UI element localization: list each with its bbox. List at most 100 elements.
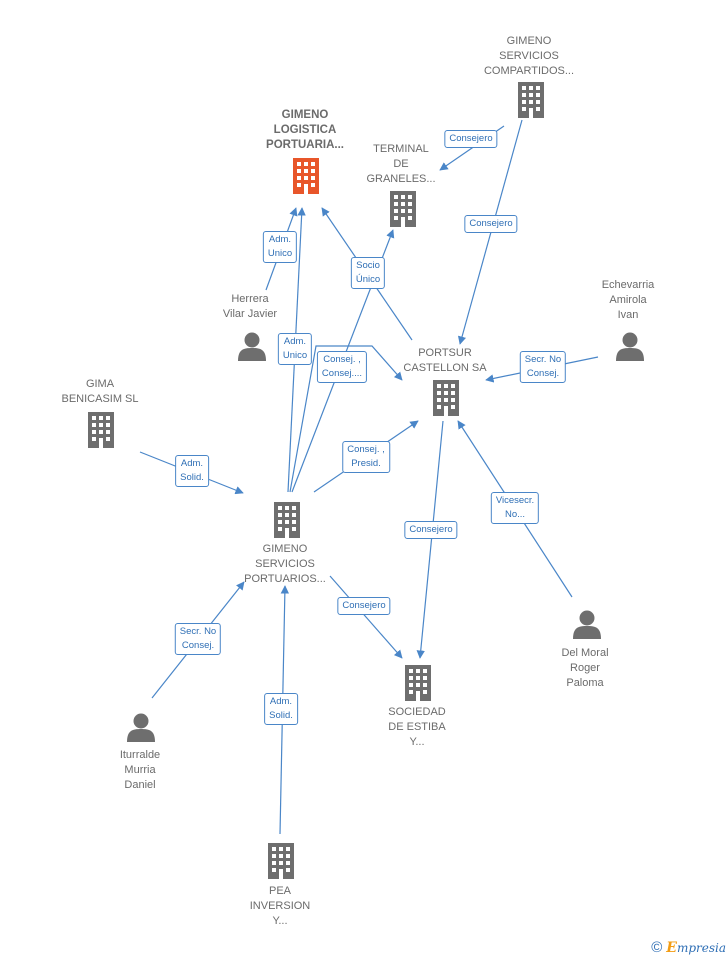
footer-brand[interactable]: © Empresia	[651, 939, 726, 956]
node-label-line: BENICASIM SL	[61, 393, 139, 405]
node-label-line: COMPARTIDOS...	[483, 65, 575, 77]
node-label-pea[interactable]: PEA INVERSION Y...	[250, 884, 311, 929]
node-label-line: Y...	[272, 915, 288, 927]
node-label-line: PORTSUR	[418, 347, 472, 359]
edge-label-line: Solid.	[180, 472, 204, 483]
node-label-gimeno_logistica[interactable]: GIMENO LOGISTICA PORTUARIA...	[266, 108, 344, 153]
node-label-line: Murria	[124, 764, 156, 776]
node-label-line: Vilar Javier	[222, 308, 278, 320]
node-label-line: LOGISTICA	[273, 124, 337, 136]
edge-label-line: Consej. ,	[323, 354, 361, 365]
edge-e_portuarios_estiba	[329, 575, 403, 659]
node-label-line: DE	[393, 158, 409, 170]
edge-label-line: Secr. No	[179, 626, 217, 637]
node-label-line: Echevarria	[601, 279, 655, 291]
building-icon-sociedad_estiba[interactable]	[405, 665, 431, 701]
building-icon-gima[interactable]	[88, 412, 114, 448]
node-label-line: Amirola	[609, 294, 647, 306]
node-label-portsur[interactable]: PORTSUR CASTELLON SA	[403, 346, 486, 376]
node-label-line: Herrera	[231, 293, 269, 305]
building-icon-gimeno_portuarios[interactable]	[274, 502, 300, 538]
person-icon-echevarria[interactable]	[616, 332, 644, 362]
edge-label-line: Consejero	[449, 133, 493, 144]
edge-label-e_portuarios_terminal[interactable]: Consej. , Consej....	[316, 351, 368, 383]
node-label-line: GIMENO	[262, 543, 308, 555]
person-icon-herrera[interactable]	[238, 332, 266, 362]
edge-label-e_delmoral_portsur[interactable]: Vicesecr. No...	[490, 492, 540, 524]
node-label-line: Del Moral	[561, 647, 609, 659]
edge-label-line: Presid.	[351, 458, 381, 469]
edge-label-e_compartidos_portsur[interactable]: Consejero	[464, 215, 518, 233]
person-icon-iturralde[interactable]	[127, 713, 155, 743]
edge-label-line: Vicesecr.	[495, 495, 535, 506]
edge-label-e_echevarria_portsur[interactable]: Secr. No Consej.	[519, 351, 567, 383]
node-label-line: SERVICIOS	[499, 50, 559, 62]
building-icon-portsur[interactable]	[433, 380, 459, 416]
edge-label-e_pea_portuarios[interactable]: Adm. Solid.	[264, 693, 298, 725]
node-label-line: PEA	[268, 885, 292, 897]
icons-layer	[88, 82, 644, 879]
edge-label-e_herrera_logistica[interactable]: Adm. Unico	[262, 231, 298, 263]
edge-label-line: No...	[504, 509, 526, 520]
node-label-gima[interactable]: GIMA BENICASIM SL	[61, 377, 138, 407]
node-label-line: GIMENO	[506, 35, 552, 47]
node-label-line: DE ESTIBA	[388, 721, 446, 733]
edge-label-e_portuarios_logistica[interactable]: Adm. Unico	[277, 333, 313, 365]
edge-portuarios-portsur-secondary	[289, 345, 403, 493]
node-label-line: GIMENO	[281, 109, 329, 121]
edge-label-line: Consejero	[469, 218, 513, 229]
node-label-line: Daniel	[124, 779, 156, 791]
edge-label-e_portsur_estiba[interactable]: Consejero	[404, 521, 458, 539]
edge-label-line: Consej.	[181, 640, 215, 651]
edge-label-e_gima_portuarios[interactable]: Adm. Solid.	[175, 455, 209, 487]
edge-label-line: Unico	[282, 350, 308, 361]
node-label-line: SERVICIOS	[255, 558, 315, 570]
node-label-line: Y...	[409, 736, 425, 748]
building-icon-gimeno_logistica[interactable]	[293, 158, 319, 194]
edge-label-line: Único	[355, 274, 381, 285]
node-label-line: CASTELLON SA	[403, 362, 487, 374]
node-label-line: GRANELES...	[366, 173, 436, 185]
edge-label-line: Consej. ,	[347, 444, 385, 455]
edge-label-line: Consejero	[409, 524, 453, 535]
edge-e_portsur_estiba	[416, 420, 444, 659]
edge-label-line: Adm.	[283, 336, 307, 347]
edge-label-line: Consej....	[321, 368, 363, 379]
edge-label-line: Adm.	[268, 234, 292, 245]
node-label-line: GIMA	[85, 378, 115, 390]
building-icon-terminal_graneles[interactable]	[390, 191, 416, 227]
edge-label-line: Adm.	[180, 458, 204, 469]
node-label-line: INVERSION	[249, 900, 311, 912]
building-icon-gimeno_compartidos[interactable]	[518, 82, 544, 118]
person-icon-del_moral[interactable]	[573, 610, 601, 640]
edge-label-line: Unico	[267, 248, 293, 259]
edge-label-e_portuarios_portsur[interactable]: Consej. , Presid.	[342, 441, 390, 473]
brand-logo: Empresia	[666, 939, 726, 956]
node-label-line: SOCIEDAD	[388, 706, 446, 718]
node-label-terminal_graneles[interactable]: TERMINAL DE GRANELES...	[366, 142, 435, 187]
node-label-sociedad_estiba[interactable]: SOCIEDAD DE ESTIBA Y...	[388, 705, 445, 750]
node-label-gimeno_compartidos[interactable]: GIMENO SERVICIOS COMPARTIDOS...	[484, 34, 574, 79]
edge-label-e_iturralde_portuarios[interactable]: Secr. No Consej.	[174, 623, 222, 655]
edge-label-line: Adm.	[269, 696, 293, 707]
node-label-line: PORTUARIA...	[266, 139, 344, 151]
edge-label-line: Consejero	[342, 600, 386, 611]
edge-label-e_compartidos_terminal[interactable]: Consejero	[444, 130, 498, 148]
edge-label-line: Secr. No	[524, 354, 562, 365]
building-icon-pea[interactable]	[268, 843, 294, 879]
copyright-icon: ©	[651, 939, 663, 956]
edge-label-line: Consej.	[526, 368, 560, 379]
edge-label-line: Solid.	[269, 710, 293, 721]
node-label-line: TERMINAL	[373, 143, 429, 155]
node-label-line: Iturralde	[119, 749, 161, 761]
node-label-line: Ivan	[617, 309, 639, 321]
node-label-line: Roger	[570, 662, 600, 674]
edge-label-e_portuarios_estiba[interactable]: Consejero	[337, 597, 391, 615]
